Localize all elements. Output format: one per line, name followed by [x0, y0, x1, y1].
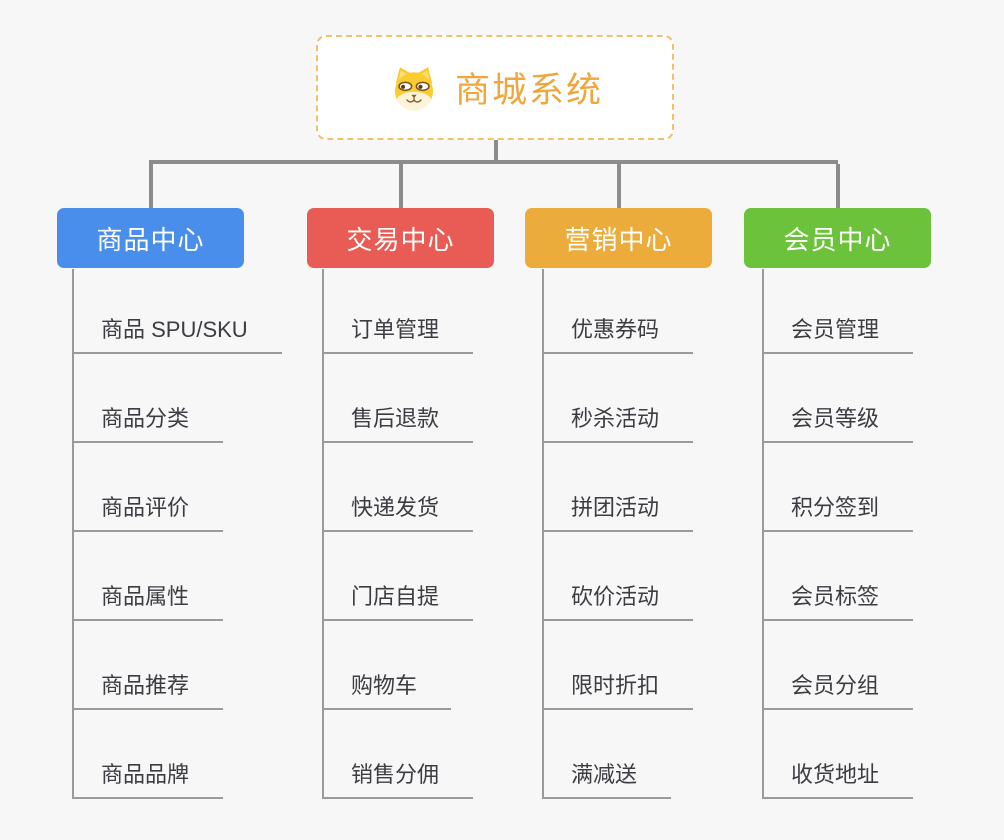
connector-drop-marketing: [617, 164, 621, 208]
branch-children-trade: 订单管理 售后退款 快递发货 门店自提 购物车 销售分佣: [322, 269, 474, 799]
leaf-node[interactable]: 秒杀活动: [544, 354, 694, 443]
leaf-node[interactable]: 优惠券码: [544, 269, 694, 354]
leaf-node[interactable]: 商品 SPU/SKU: [74, 269, 282, 354]
leaf-node[interactable]: 商品品牌: [74, 710, 224, 799]
leaf-node[interactable]: 购物车: [324, 621, 452, 710]
leaf-node[interactable]: 售后退款: [324, 354, 474, 443]
branch-children-marketing: 优惠券码 秒杀活动 拼团活动 砍价活动 限时折扣 满减送: [542, 269, 694, 799]
branch-node-products[interactable]: 商品中心: [57, 208, 244, 268]
leaf-node[interactable]: 门店自提: [324, 532, 474, 621]
branch-children-members: 会员管理 会员等级 积分签到 会员标签 会员分组 收货地址: [762, 269, 914, 799]
leaf-node[interactable]: 商品评价: [74, 443, 224, 532]
leaf-node[interactable]: 会员等级: [764, 354, 914, 443]
leaf-node[interactable]: 快递发货: [324, 443, 474, 532]
dog-face-icon: [394, 66, 434, 110]
root-node-title: 商城系统: [454, 71, 603, 110]
branch-node-trade[interactable]: 交易中心: [307, 208, 494, 268]
leaf-node[interactable]: 积分签到: [764, 443, 914, 532]
connector-main-horizontal: [149, 160, 838, 164]
root-node[interactable]: 商城系统: [316, 35, 674, 140]
connector-drop-trade: [399, 164, 403, 208]
leaf-node[interactable]: 商品推荐: [74, 621, 224, 710]
leaf-node[interactable]: 商品属性: [74, 532, 224, 621]
connector-drop-products: [149, 164, 153, 208]
leaf-node[interactable]: 收货地址: [764, 710, 914, 799]
leaf-node[interactable]: 会员标签: [764, 532, 914, 621]
leaf-node[interactable]: 限时折扣: [544, 621, 694, 710]
connector-root-vertical: [494, 140, 498, 161]
leaf-node[interactable]: 满减送: [544, 710, 672, 799]
branch-node-members[interactable]: 会员中心: [744, 208, 931, 268]
leaf-node[interactable]: 拼团活动: [544, 443, 694, 532]
leaf-node[interactable]: 商品分类: [74, 354, 224, 443]
branch-children-products: 商品 SPU/SKU 商品分类 商品评价 商品属性 商品推荐 商品品牌: [72, 269, 282, 799]
connector-drop-members: [836, 164, 840, 208]
leaf-node[interactable]: 销售分佣: [324, 710, 474, 799]
leaf-node[interactable]: 会员管理: [764, 269, 914, 354]
branch-node-marketing[interactable]: 营销中心: [525, 208, 712, 268]
leaf-node[interactable]: 砍价活动: [544, 532, 694, 621]
leaf-node[interactable]: 订单管理: [324, 269, 474, 354]
leaf-node[interactable]: 会员分组: [764, 621, 914, 710]
